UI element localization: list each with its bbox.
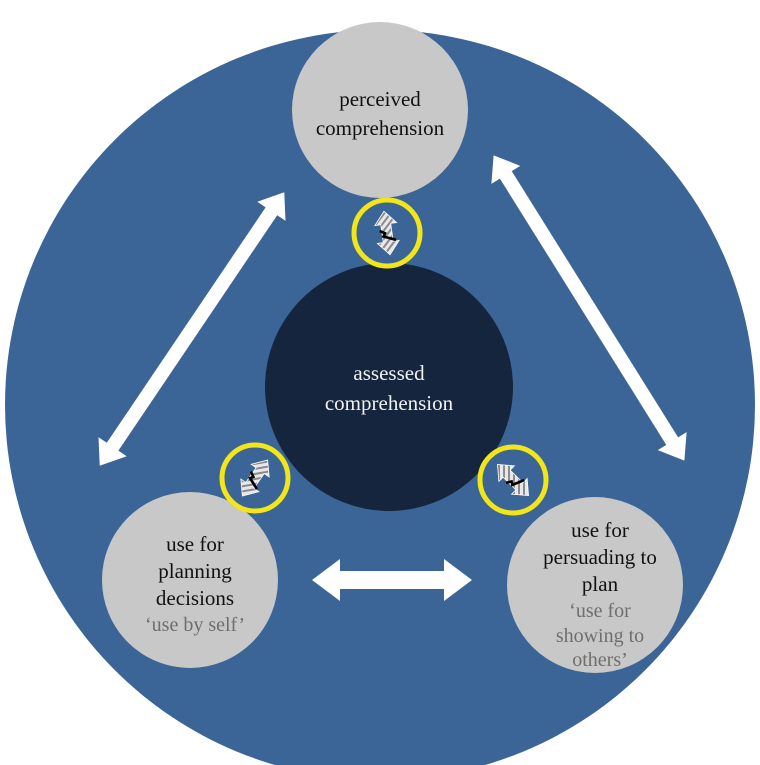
node-perceived-comprehension	[292, 22, 468, 198]
persuading-sub3: others’	[572, 649, 628, 671]
connector-top	[351, 197, 423, 269]
node-planning-decisions	[102, 492, 278, 668]
node-persuading-to-plan	[507, 497, 683, 673]
node-assessed-comprehension	[265, 263, 513, 511]
arrow-left-diagonal	[98, 192, 286, 466]
perceived-line1: perceived	[339, 87, 421, 111]
connector-left	[219, 442, 291, 514]
arrow-bottom-horizontal	[312, 559, 472, 601]
persuading-line3: plan	[582, 572, 619, 596]
assessed-line2: comprehension	[325, 391, 454, 415]
planning-sub: ‘use by self’	[145, 614, 245, 636]
connector-right	[477, 444, 549, 516]
arrow-right-diagonal	[491, 155, 687, 461]
assessed-line1: assessed	[353, 361, 425, 385]
planning-line2: planning	[158, 559, 232, 583]
persuading-sub2: showing to	[556, 625, 644, 647]
planning-line3: decisions	[156, 586, 234, 610]
persuading-line2: persuading to	[543, 545, 657, 569]
planning-line1: use for	[166, 532, 224, 556]
perceived-line2: comprehension	[316, 116, 445, 140]
persuading-sub1: ‘use for	[569, 600, 631, 622]
persuading-line1: use for	[571, 518, 629, 542]
